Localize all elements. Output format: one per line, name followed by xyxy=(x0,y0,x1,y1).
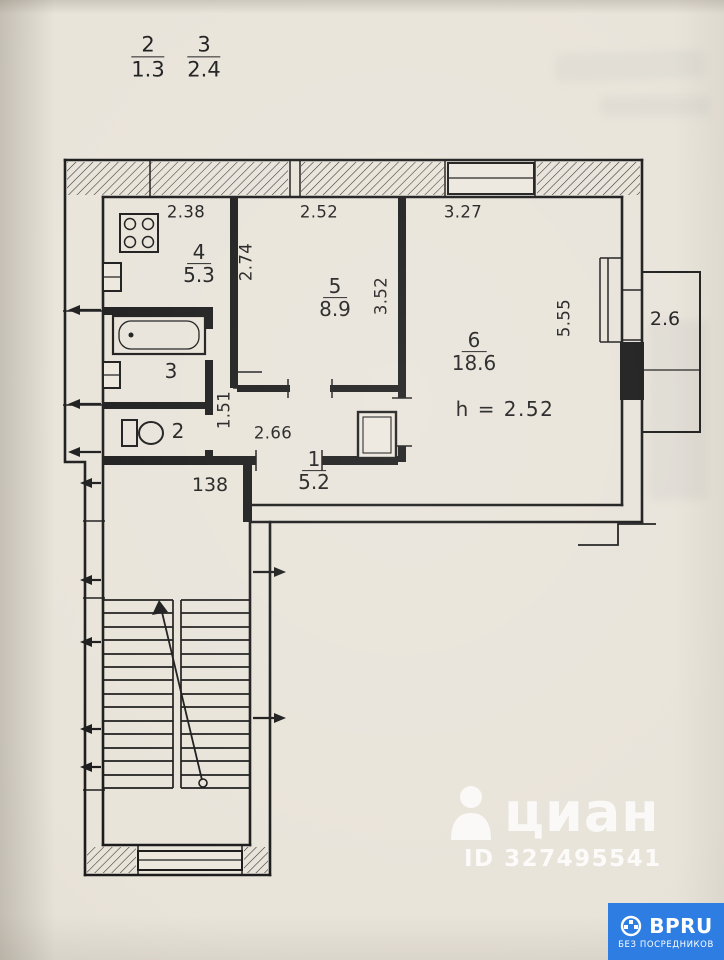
room-label-kitchen: 4 5.3 xyxy=(183,241,215,287)
room-hall-number: 1 xyxy=(301,448,327,472)
exterior-walls xyxy=(63,158,644,877)
kitchen-sink-icon xyxy=(102,262,122,292)
dim-room5-depth: 3.52 xyxy=(371,276,391,316)
dim-kitchen-depth: 2.74 xyxy=(236,242,256,282)
dim-room5-width: 2.52 xyxy=(299,202,339,222)
bpru-logo-icon xyxy=(621,915,642,936)
stair-hall-number: 138 xyxy=(191,474,229,496)
bpru-badge: BPRU БЕЗ ПОСРЕДНИКОВ xyxy=(608,903,724,960)
fraction-1-denominator: 1.3 xyxy=(131,57,165,82)
room-label-room5: 5 8.9 xyxy=(319,275,351,321)
duct-box xyxy=(356,410,398,460)
stairs xyxy=(103,599,250,789)
paper-bleedthrough xyxy=(648,320,708,500)
fraction-2-denominator: 2.4 xyxy=(187,57,221,82)
paper-bleedthrough xyxy=(600,96,710,116)
watermark-listing-id: ID 327495541 xyxy=(464,846,662,872)
balcony-area-label: 2.6 xyxy=(649,308,681,330)
badge-subtitle: БЕЗ ПОСРЕДНИКОВ xyxy=(618,939,714,950)
room-6-area: 18.6 xyxy=(451,351,497,376)
fraction-1-numerator: 2 xyxy=(131,32,165,58)
room-5-area: 8.9 xyxy=(319,297,351,322)
corner-fraction-1: 2 1.3 xyxy=(131,32,164,81)
stove-icon xyxy=(119,213,159,253)
room-kitchen-area: 5.3 xyxy=(183,263,215,288)
dim-room6-width: 3.27 xyxy=(443,202,483,222)
wall-ticks xyxy=(63,289,656,791)
toilet-number: 2 xyxy=(171,419,185,443)
dim-kitchen-width: 2.38 xyxy=(166,202,206,222)
dim-room6-depth: 5.55 xyxy=(554,298,574,338)
room-kitchen-number: 4 xyxy=(186,241,212,265)
dim-hall-depth: 1.51 xyxy=(214,390,234,430)
washbasin-icon xyxy=(102,361,121,389)
dim-hall-width: 2.66 xyxy=(253,423,293,443)
watermark: циан ID 327495541 xyxy=(448,784,662,872)
fraction-2-numerator: 3 xyxy=(187,32,221,58)
balcony-outline xyxy=(599,257,701,433)
badge-brand: BPRU xyxy=(649,913,713,938)
ceiling-height-note: h = 2.52 xyxy=(455,397,555,421)
toilet-icon xyxy=(121,419,164,447)
facade-windows xyxy=(67,160,640,197)
corner-fraction-2: 3 2.4 xyxy=(187,32,220,81)
room-6-number: 6 xyxy=(461,329,487,353)
room-label-hall: 1 5.2 xyxy=(298,448,330,494)
room-hall-area: 5.2 xyxy=(298,470,330,495)
room-5-number: 5 xyxy=(322,275,348,299)
interior-walls xyxy=(103,197,644,522)
person-silhouette-icon xyxy=(451,786,491,840)
bathtub-icon xyxy=(111,314,207,356)
watermark-brand: циан xyxy=(504,781,660,844)
stairwell-window xyxy=(87,845,268,875)
bathroom-number: 3 xyxy=(164,359,178,383)
room-label-room6: 6 18.6 xyxy=(452,329,497,375)
vent-arrows xyxy=(68,305,286,772)
